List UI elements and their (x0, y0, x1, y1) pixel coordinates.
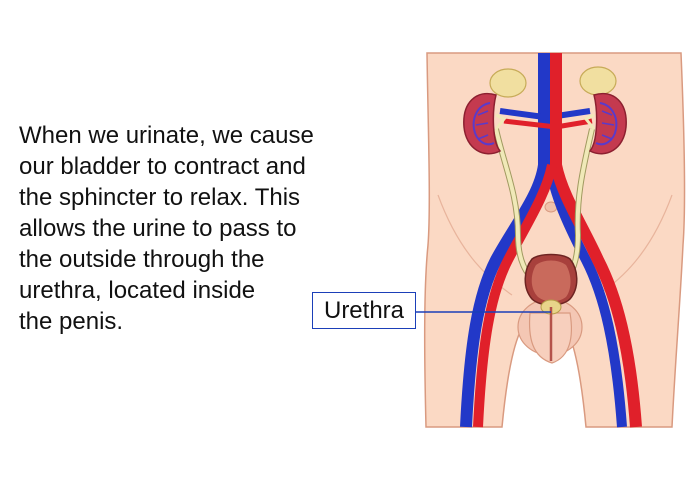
left-adrenal-gland (489, 68, 527, 98)
urethra-callout-label: Urethra (323, 296, 405, 324)
anatomy-illustration (300, 45, 700, 435)
body-text: When we urinate, we cause our bladder to… (19, 120, 379, 337)
right-adrenal-gland (579, 66, 617, 96)
urethra-callout: Urethra (312, 292, 416, 329)
body-text-line: allows the urine to pass to (19, 215, 297, 242)
artery (550, 53, 642, 428)
left-kidney (463, 92, 507, 155)
body-text-line: our bladder to contract and (19, 153, 306, 180)
body-text-line: urethra, located inside (19, 277, 256, 304)
body-text-line: the sphincter to relax. This (19, 184, 301, 211)
vein (460, 53, 550, 428)
body-text-line: the penis. (19, 308, 124, 335)
body-text-line: When we urinate, we cause (19, 122, 314, 149)
right-kidney (583, 92, 627, 155)
body-text-line: the outside through the (19, 246, 265, 273)
